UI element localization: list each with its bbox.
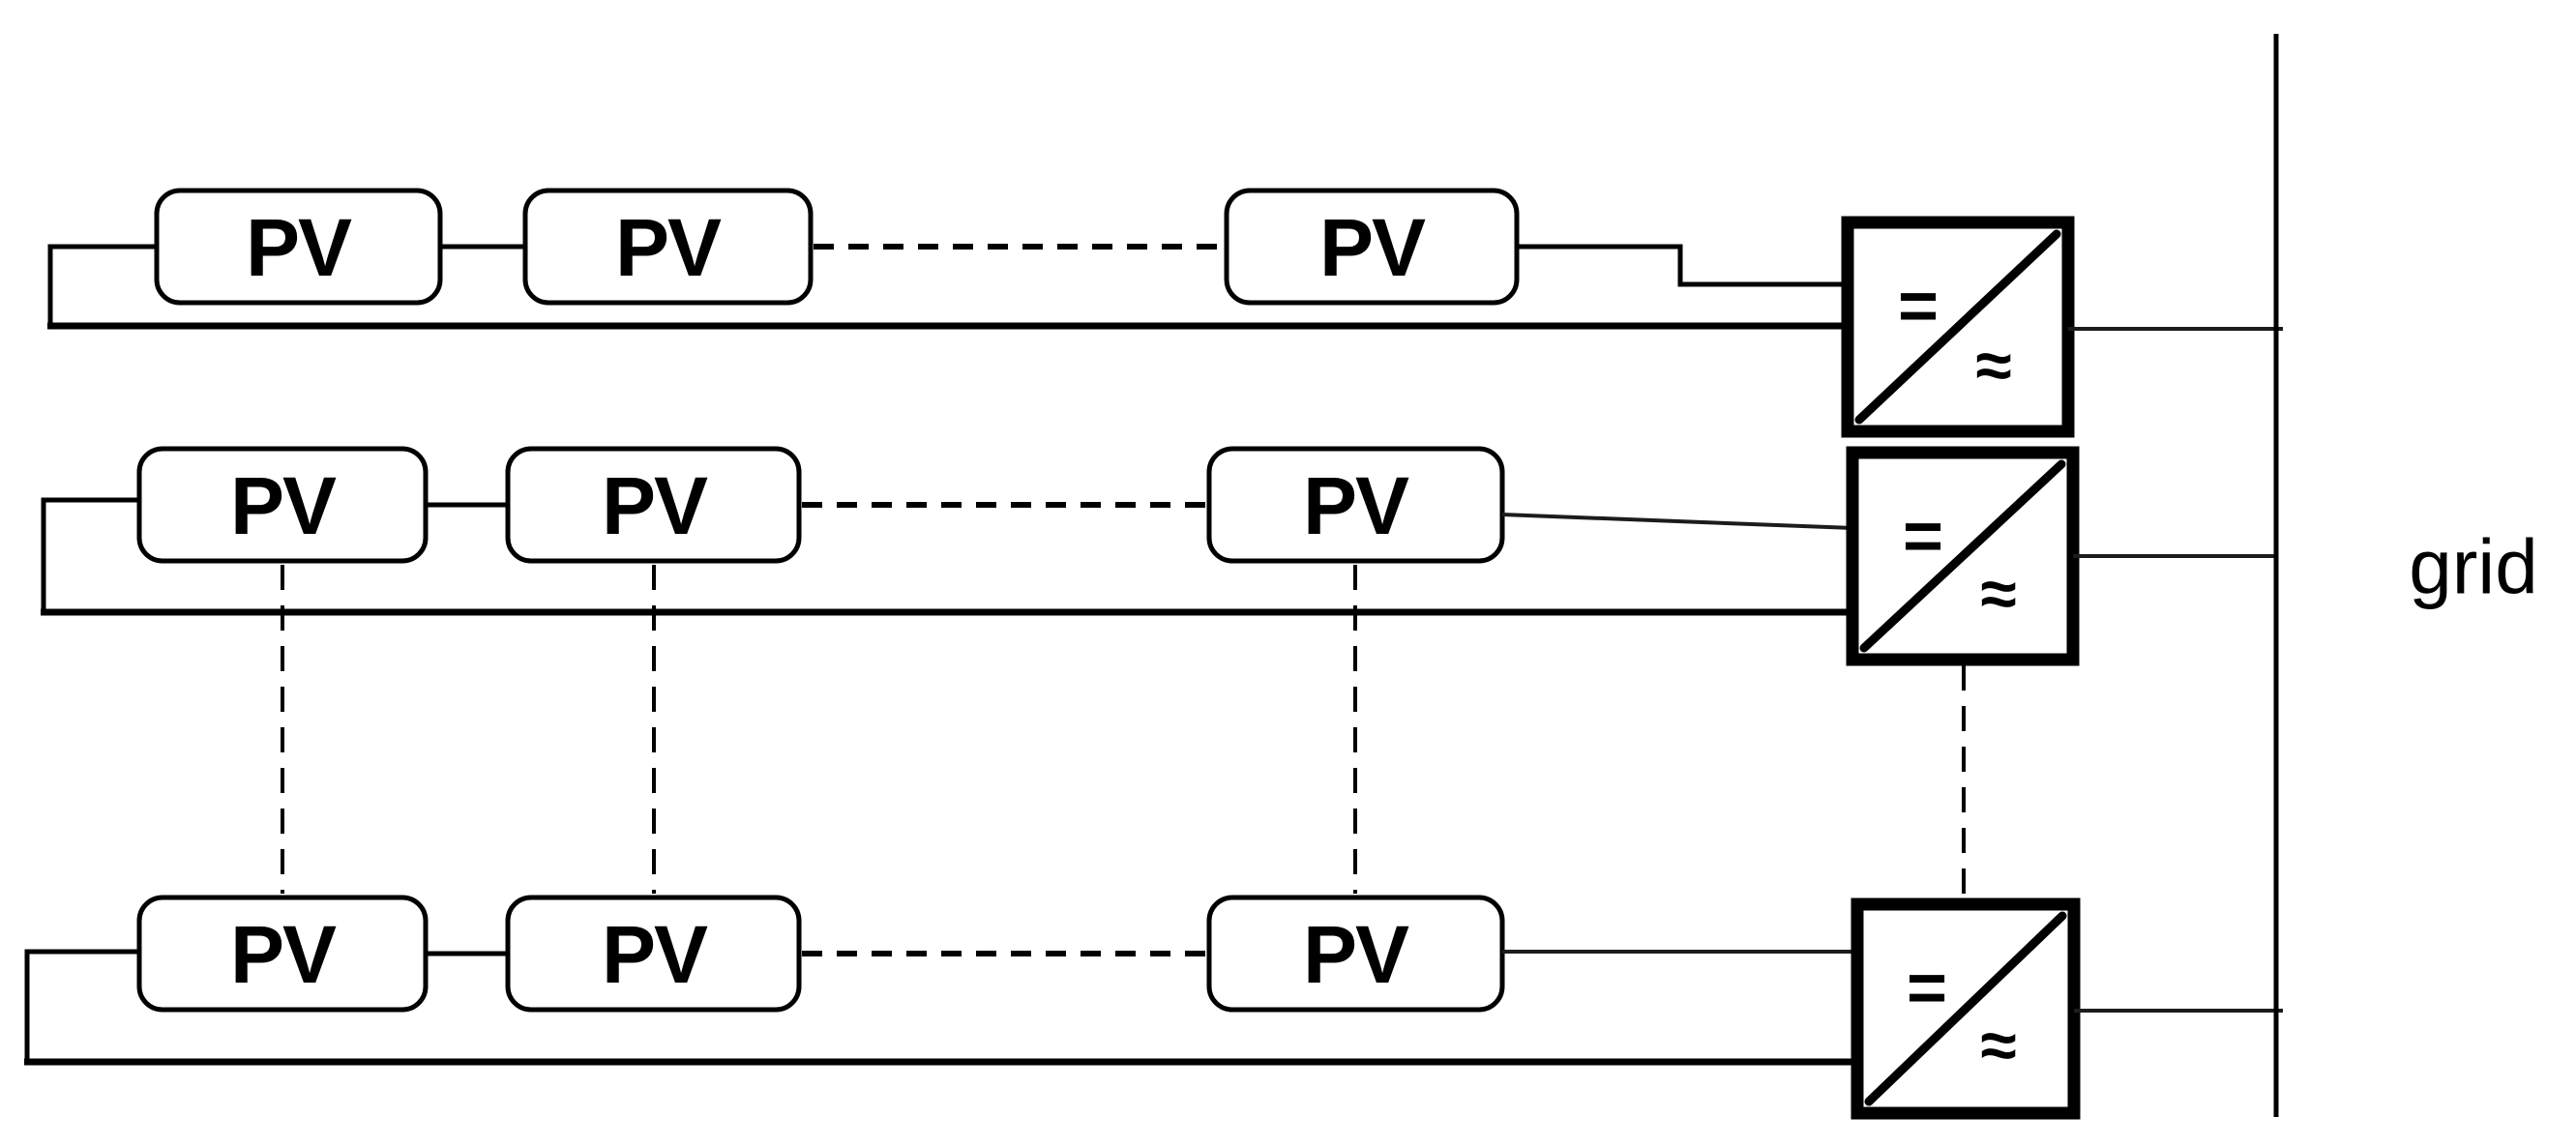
pv-module-label: PV — [230, 909, 337, 1000]
inverter-diagonal — [1864, 911, 2067, 1106]
grid-bus: grid — [2273, 34, 2538, 1117]
pv-module-label: PV — [1303, 909, 1409, 1000]
inverter: = ≈ — [1846, 446, 2080, 666]
string2-left-stub-wire — [41, 497, 139, 610]
string1-inverter-input-wire — [1517, 244, 1848, 287]
pv-module-label: PV — [602, 909, 708, 1000]
inverter-ac-symbol: ≈ — [1980, 557, 2016, 631]
pv-module: PV — [505, 895, 802, 1013]
pv-module-label: PV — [1303, 460, 1409, 551]
pv-module: PV — [1206, 895, 1505, 1013]
inverter-ac-symbol: ≈ — [1975, 329, 2011, 402]
grid-label: grid — [2409, 524, 2537, 610]
pv-module-box — [505, 895, 802, 1013]
string2-inverter-input-wire — [1501, 513, 1853, 530]
pv-module-label: PV — [1319, 202, 1426, 293]
pv-module: PV — [522, 188, 814, 306]
inverter-dc-symbol: = — [1903, 498, 1943, 575]
string1-left-stub-wire — [47, 244, 157, 324]
pv-module: PV — [1206, 446, 1505, 564]
pv-module-box — [522, 188, 814, 306]
pv-module: PV — [1224, 188, 1520, 306]
pv-module-label: PV — [230, 460, 337, 551]
inverter-ac-symbol: ≈ — [1980, 1009, 2016, 1082]
pv-string-2: PV PV PV = ≈ — [41, 446, 2276, 900]
pv-module-label: PV — [615, 202, 722, 293]
pv-module: PV — [136, 895, 429, 1013]
string3-left-stub-wire — [24, 949, 139, 1059]
pv-module-label: PV — [602, 460, 708, 551]
inverter: = ≈ — [1841, 216, 2075, 438]
pv-module-box — [1206, 446, 1505, 564]
inverter-diagonal — [1854, 229, 2061, 425]
pv-string-3: PV PV PV = ≈ — [24, 895, 2283, 1120]
inverter-diagonal — [1859, 459, 2066, 653]
pv-string-1: PV PV PV = ≈ — [47, 188, 2283, 438]
pv-module-label: PV — [246, 202, 352, 293]
pv-module: PV — [154, 188, 443, 306]
pv-module: PV — [505, 446, 802, 564]
inverter: = ≈ — [1851, 897, 2081, 1120]
pv-module: PV — [136, 446, 429, 564]
inverter-dc-symbol: = — [1907, 950, 1947, 1027]
inverter-dc-symbol: = — [1898, 268, 1939, 345]
pv-module-box — [505, 446, 802, 564]
